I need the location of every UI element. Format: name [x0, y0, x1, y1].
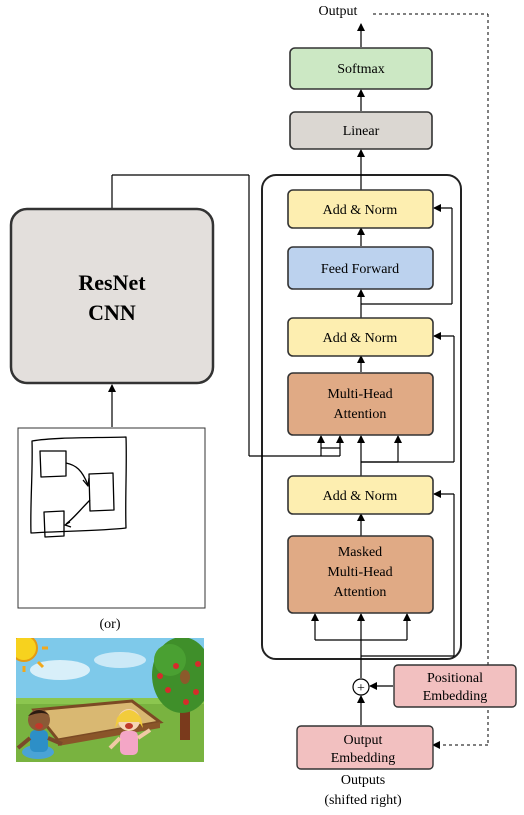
- masked-attention-label-1: Masked: [338, 545, 382, 560]
- add-norm-bottom-block: [287, 475, 434, 515]
- masked-attention-label-2: Multi-Head: [327, 565, 392, 580]
- feedback-dashed-loop: [373, 13, 489, 749]
- outputs-label-1: Outputs: [341, 773, 385, 788]
- sun-icon: [16, 638, 48, 672]
- output-label: Output: [319, 4, 358, 19]
- owl-icon: [180, 670, 190, 684]
- softmax-block: [289, 47, 433, 90]
- add-norm-bottom-label: Add & Norm: [323, 489, 398, 504]
- cross-attention-block: [287, 372, 434, 436]
- positional-label-1: Positional: [427, 671, 483, 686]
- or-label: (or): [100, 617, 121, 632]
- cnn-label: CNN: [88, 300, 136, 325]
- linear-label: Linear: [343, 124, 380, 139]
- output-embedding-block: [296, 725, 434, 770]
- positional-label-2: Embedding: [423, 689, 488, 704]
- feed-forward-label: Feed Forward: [321, 262, 399, 277]
- sketch-image: [17, 427, 206, 609]
- linear-block: [289, 111, 433, 150]
- add-norm-top-block: [287, 189, 434, 229]
- resnet-label: ResNet: [78, 270, 146, 295]
- girl-figure: [108, 709, 152, 755]
- playground-image: [16, 638, 204, 762]
- add-norm-mid-label: Add & Norm: [323, 331, 398, 346]
- add-norm-top-label: Add & Norm: [323, 203, 398, 218]
- add-circle: [352, 678, 370, 696]
- resnet-cnn-block: [9, 207, 215, 385]
- masked-attention-block: [287, 535, 434, 614]
- cross-attention-label-1: Multi-Head: [327, 387, 392, 402]
- add-symbol: +: [357, 681, 365, 696]
- cross-attention-label-2: Attention: [334, 407, 387, 422]
- masked-attention-label-3: Attention: [334, 585, 387, 600]
- softmax-label: Softmax: [337, 62, 384, 77]
- connectors: [108, 23, 455, 725]
- positional-embedding-block: [393, 664, 517, 708]
- feed-forward-block: [287, 246, 434, 290]
- output-embedding-label-2: Embedding: [331, 751, 396, 766]
- boy-figure: [16, 709, 63, 759]
- add-norm-mid-block: [287, 317, 434, 357]
- outputs-label-2: (shifted right): [324, 793, 402, 808]
- output-embedding-label-1: Output: [344, 733, 383, 748]
